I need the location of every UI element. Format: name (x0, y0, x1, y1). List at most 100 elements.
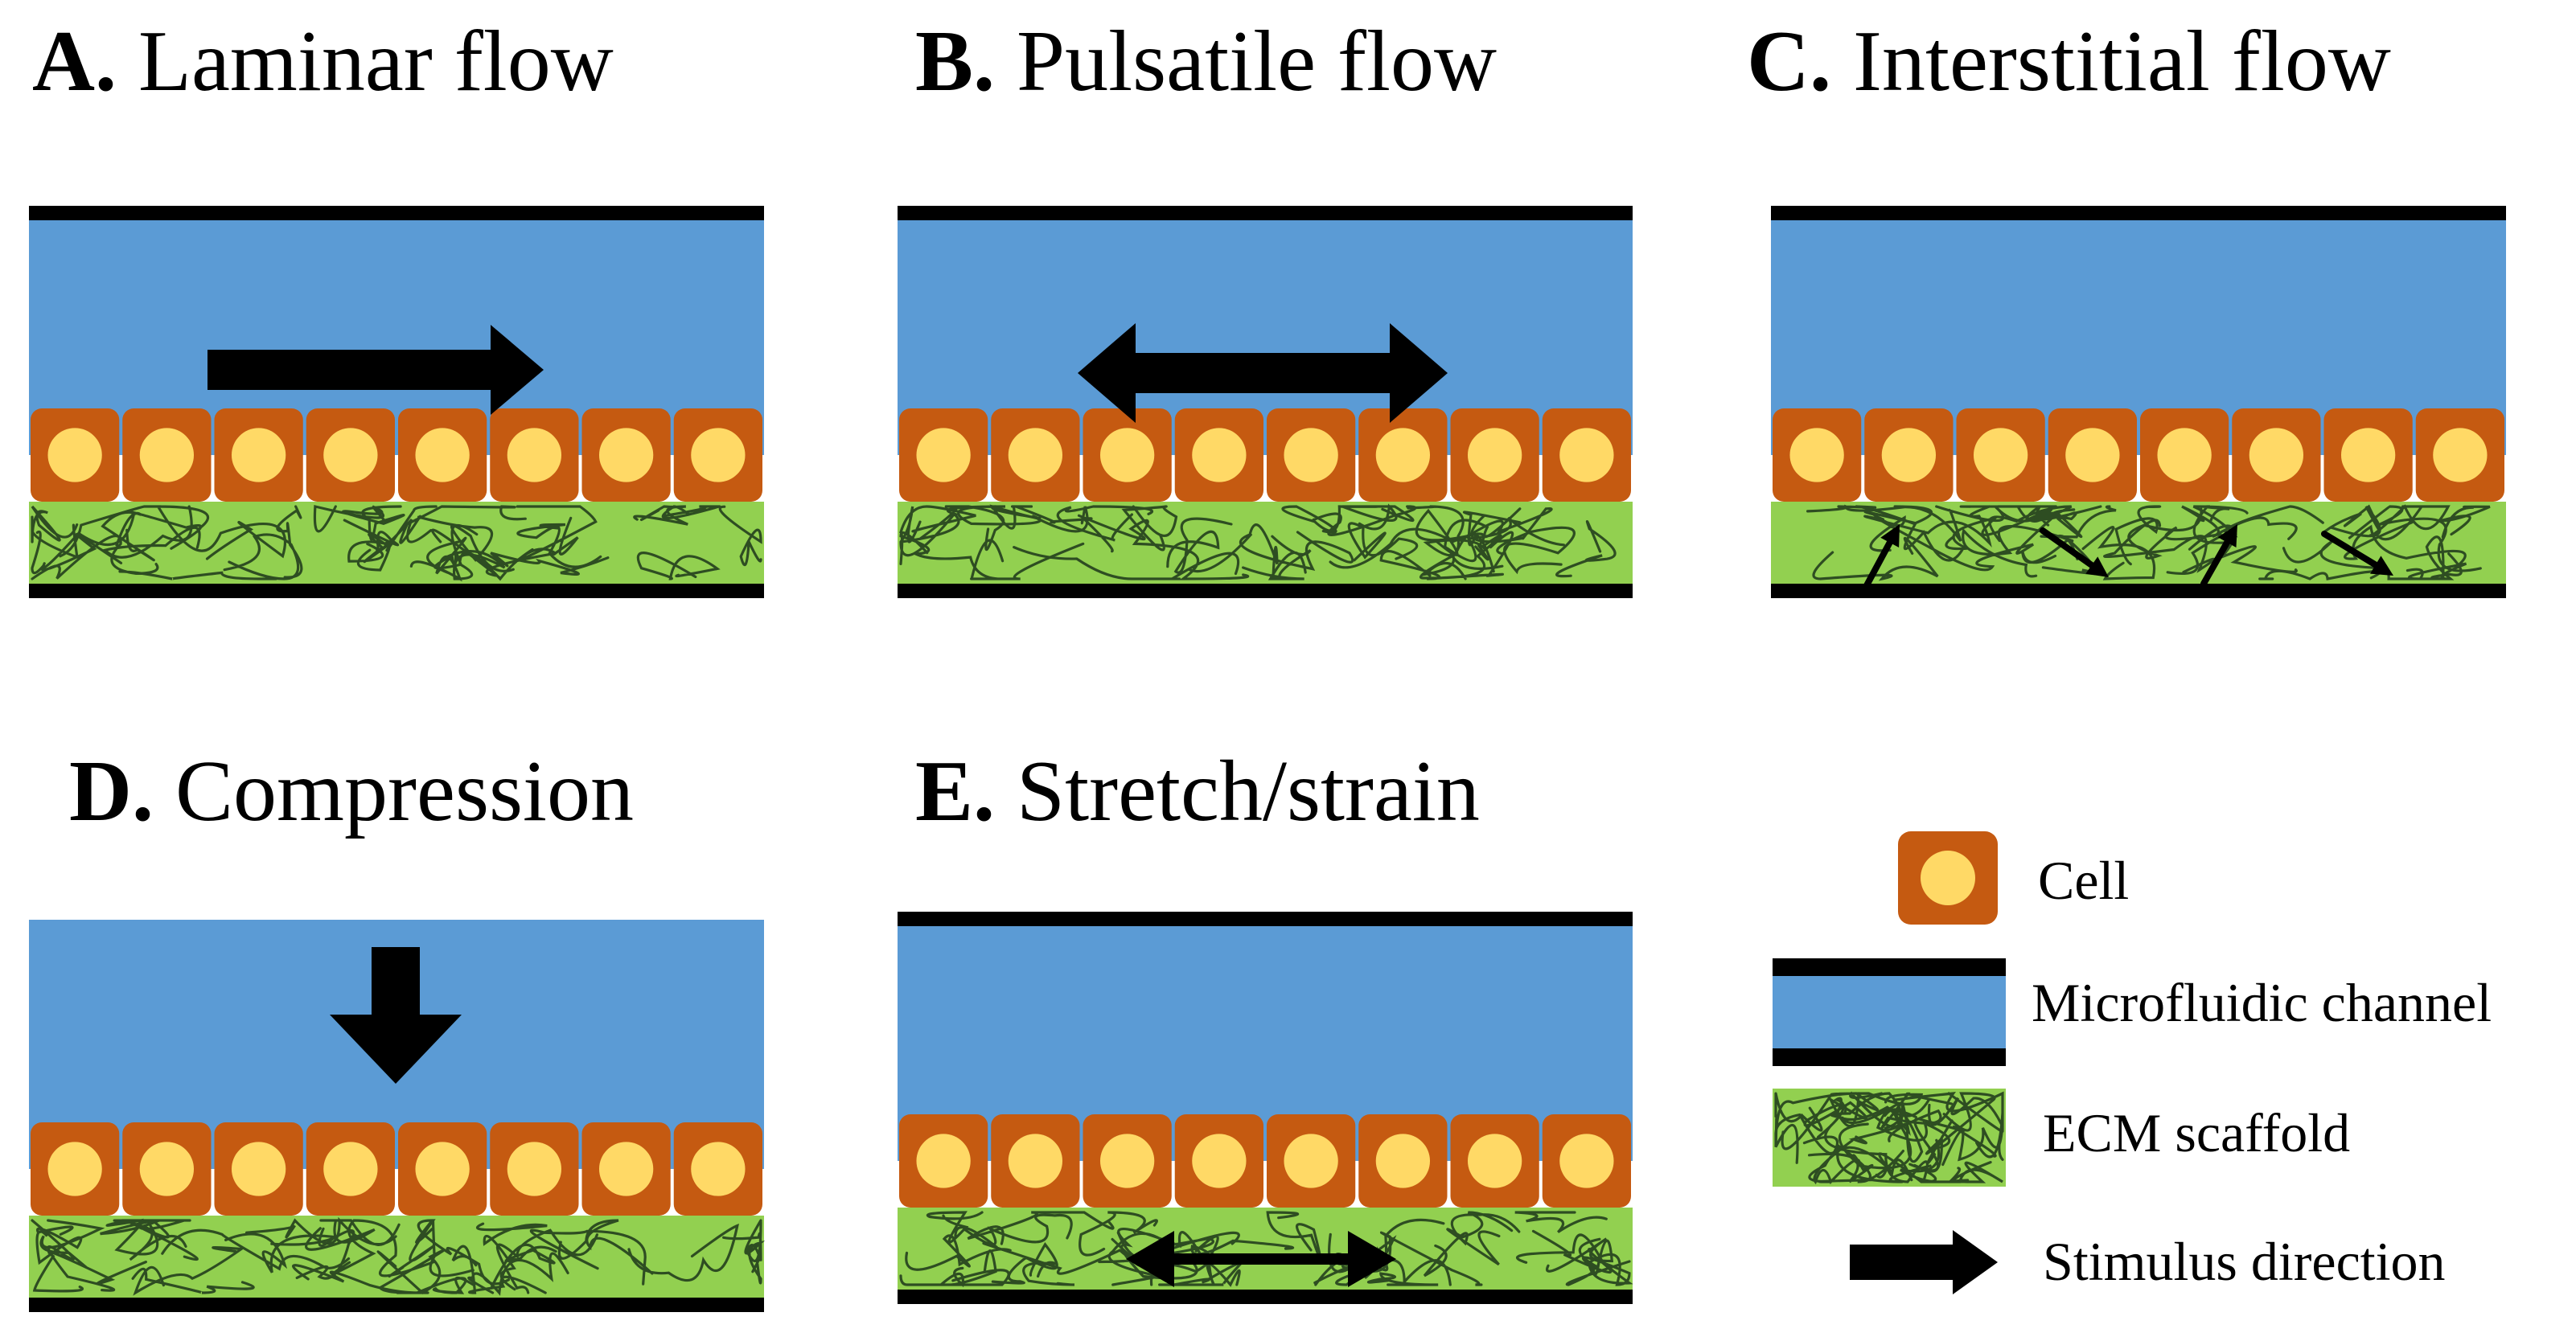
ecm-scaffold (1771, 502, 2506, 584)
cell-nucleus (47, 428, 102, 482)
small-arrow-head (2085, 556, 2109, 577)
top-wall (1771, 206, 2506, 220)
cell (306, 408, 395, 502)
cell-nucleus (139, 428, 195, 482)
cell (2140, 408, 2229, 502)
cell (1358, 408, 1448, 502)
panel-d-name: Compression (175, 744, 634, 839)
cell (1267, 408, 1356, 502)
cell (899, 408, 988, 502)
ecm-fill (898, 502, 1633, 584)
cell (1174, 1114, 1263, 1208)
cell (122, 408, 212, 502)
small-arrow-shaft (1863, 539, 1893, 590)
bottom-wall (29, 584, 764, 598)
cell (2048, 408, 2137, 502)
panel-b-letter: B. (915, 14, 995, 109)
small-arrow-shaft (2200, 539, 2231, 587)
cell-nucleus (47, 1142, 102, 1196)
small-arrow-head (2217, 524, 2237, 548)
bottom-wall (898, 1290, 1633, 1304)
legend-channel-fluid (1773, 976, 2006, 1048)
cell-nucleus (1467, 1134, 1522, 1188)
panel-a-diagram (29, 206, 764, 598)
legend: Cell Microfluidic channel ECM scaffold S… (1773, 831, 2492, 1294)
cell (31, 408, 120, 502)
cell (2415, 408, 2504, 502)
cell (1956, 408, 2045, 502)
cell-icon (1898, 831, 1998, 925)
ecm-scaffold (898, 502, 1633, 584)
cell-nucleus (1789, 428, 1844, 482)
bottom-wall (898, 584, 1633, 598)
cell-nucleus (2249, 428, 2304, 482)
cell-nucleus (507, 428, 562, 482)
bottom-wall (1771, 584, 2506, 598)
panel-a-name: Laminar flow (138, 14, 614, 109)
stretch-arrow (1126, 1231, 1396, 1287)
panel-a-letter: A. (32, 14, 117, 109)
ecm-fibers (28, 1216, 766, 1296)
cell-nucleus (1559, 1134, 1614, 1188)
cell (1450, 1114, 1539, 1208)
cell-nucleus (1881, 428, 1937, 482)
cell (673, 1122, 762, 1216)
panel-e-name: Stretch/strain (1017, 744, 1480, 839)
legend-ecm-swatch (1773, 1089, 2006, 1187)
cell (1450, 408, 1539, 502)
legend-ecm-label: ECM scaffold (2043, 1102, 2350, 1163)
cell (581, 1122, 671, 1216)
cell-nucleus (1192, 1134, 1247, 1188)
cell-nucleus (1973, 428, 2028, 482)
panel-d-diagram (28, 920, 766, 1312)
ecm-fibers (899, 1211, 1633, 1288)
cell (1542, 408, 1631, 502)
legend-channel-top-wall (1773, 958, 2006, 976)
panel-a-title: A. Laminar flow (32, 14, 614, 109)
cell-nucleus (2065, 428, 2120, 482)
panel-c-title: C. Interstitial flow (1747, 14, 2391, 109)
ecm-scaffold (28, 1216, 766, 1298)
ecm-fibers (899, 503, 1617, 580)
panel-d-letter: D. (69, 744, 154, 839)
top-wall (898, 912, 1633, 926)
cell (1864, 408, 1954, 502)
compression-arrow (330, 947, 462, 1084)
ecm-fibers (1774, 1091, 2004, 1185)
top-wall (29, 206, 764, 220)
cell-nucleus (1008, 1134, 1063, 1188)
panel-e-title: E. Stretch/strain (915, 744, 1480, 839)
panel-b-name: Pulsatile flow (1017, 14, 1497, 109)
ecm-fibers (31, 505, 762, 582)
legend-cell-label: Cell (2038, 850, 2129, 911)
panel-c-letter: C. (1747, 14, 1831, 109)
laminar-flow-arrow (207, 325, 544, 415)
cell-nucleus (691, 428, 746, 482)
legend-channel-label: Microfluidic channel (2032, 972, 2492, 1033)
legend-cell-nucleus (1921, 851, 1975, 905)
cell (1267, 1114, 1356, 1208)
cell-nucleus (323, 1142, 378, 1196)
top-wall (898, 206, 1633, 220)
interstitial-arrow-2 (2040, 527, 2109, 577)
interstitial-arrow-3 (2200, 524, 2237, 587)
pulsatile-flow-arrow (1078, 323, 1448, 423)
small-arrow-head (1880, 524, 1900, 548)
cell-nucleus (2340, 428, 2396, 482)
legend-channel-bottom-wall (1773, 1048, 2006, 1066)
cell (490, 1122, 579, 1216)
cell (1083, 1114, 1172, 1208)
cell (2323, 408, 2413, 502)
cell (306, 1122, 395, 1216)
cell-nucleus (598, 1142, 654, 1196)
cell-nucleus (507, 1142, 562, 1196)
cell (1083, 408, 1172, 502)
cell-nucleus (231, 428, 286, 482)
cell-nucleus (231, 1142, 286, 1196)
cell-nucleus (1099, 428, 1155, 482)
panel-d-title: D. Compression (69, 744, 634, 839)
cell-nucleus (2157, 428, 2212, 482)
cell (899, 1114, 988, 1208)
cell-nucleus (1099, 1134, 1155, 1188)
